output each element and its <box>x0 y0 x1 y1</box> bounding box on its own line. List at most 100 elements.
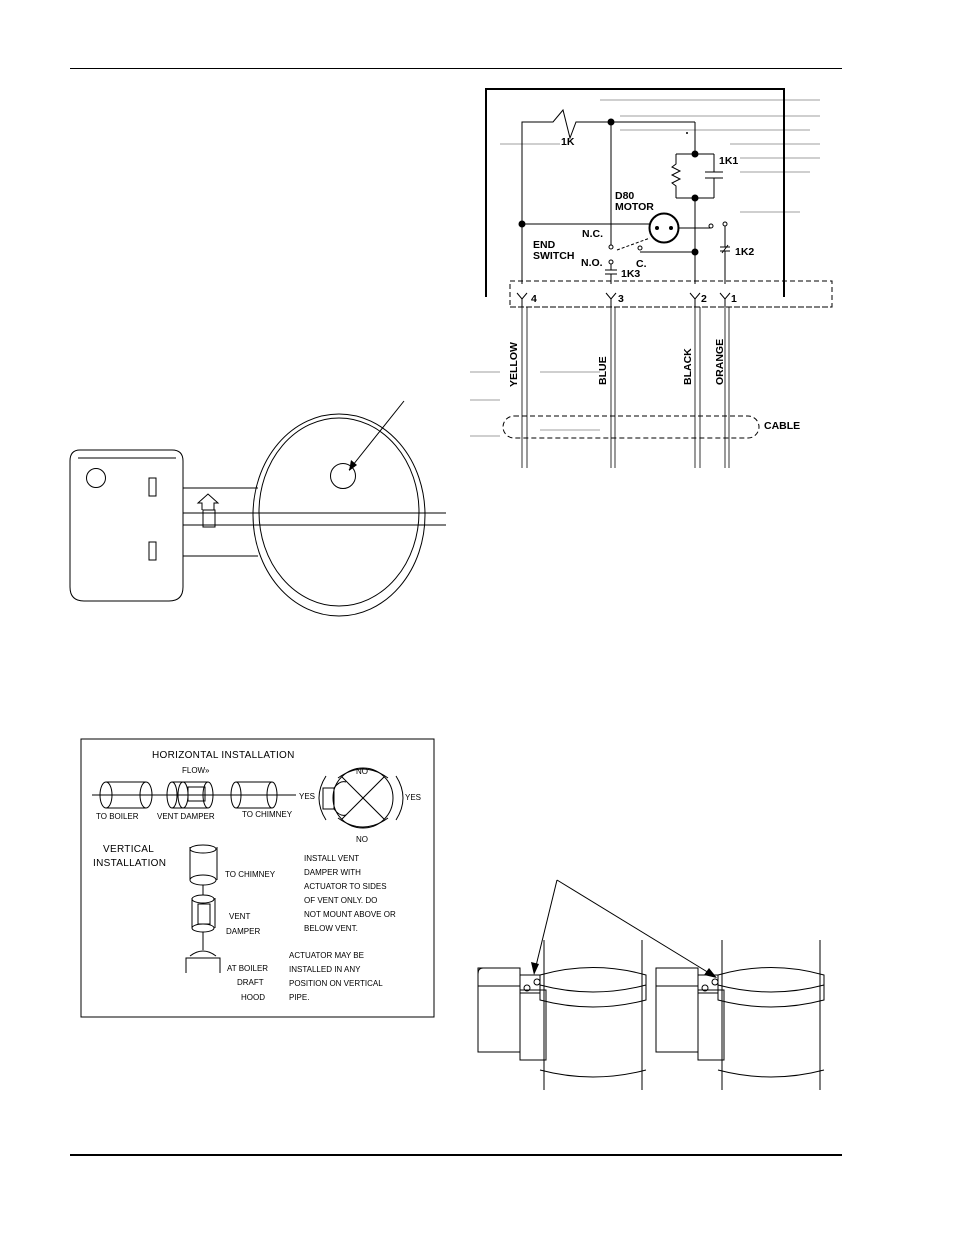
switch-nc-contact <box>608 244 614 250</box>
wire-label-black: BLACK <box>682 348 694 385</box>
note-1-line-1: INSTALL VENT <box>304 854 359 863</box>
label-cable: CABLE <box>764 420 800 432</box>
pipe-vent-damper <box>172 781 208 809</box>
draft-hood <box>185 950 221 973</box>
vertical-pipe-damper <box>191 898 216 928</box>
contact-1k2-point <box>722 221 728 227</box>
shaft-coupling <box>202 509 216 528</box>
switch-c-contact <box>637 245 643 251</box>
node-dot <box>686 132 688 134</box>
motor-terminal <box>655 226 659 230</box>
note-2-line-2: INSTALLED IN ANY <box>289 965 361 974</box>
switch-blade <box>616 237 651 251</box>
label-1k3: 1K3 <box>621 268 640 280</box>
label-to-boiler: TO BOILER <box>96 812 139 821</box>
bleed-through-texture <box>470 99 820 437</box>
pipe-left <box>543 940 643 1090</box>
note-2-line-1: ACTUATOR MAY BE <box>289 951 364 960</box>
terminal-label-3: 3 <box>618 293 624 305</box>
label-nc: N.C. <box>582 228 603 240</box>
note-1-line-2: DAMPER WITH <box>304 868 361 877</box>
actuator-slot <box>148 477 157 497</box>
pointer-arrow <box>556 879 715 977</box>
label-1k1: 1K1 <box>719 155 738 167</box>
node-dot <box>607 118 615 126</box>
no-arc-bottom <box>337 817 389 828</box>
horizontal-actuator <box>187 786 206 802</box>
actuator-right <box>655 967 699 1053</box>
horizontal-title: HORIZONTAL INSTALLATION <box>152 750 295 761</box>
label-v-to-chimney: TO CHIMNEY <box>225 870 276 879</box>
label-no: N.O. <box>581 257 603 269</box>
label-end-switch-1: END <box>533 239 556 251</box>
label-v-at-boiler: AT BOILER <box>227 964 268 973</box>
label-1k: 1K <box>561 136 575 148</box>
pipe-to-chimney <box>236 781 272 809</box>
label-c: C. <box>636 258 647 270</box>
actuator-left <box>477 967 521 1053</box>
control-box-outline <box>485 88 785 297</box>
note-2-line-3: POSITION ON VERTICAL <box>289 979 383 988</box>
label-yes-left: YES <box>299 792 315 801</box>
label-to-chimney: TO CHIMNEY <box>242 810 293 819</box>
indicator-hole <box>330 463 356 489</box>
flow-arrow-icon <box>196 493 220 510</box>
installation-diagram: HORIZONTAL INSTALLATION FLOW » TO BOILER… <box>80 738 435 1018</box>
pointer-arrow <box>534 879 558 971</box>
damper-top-view <box>69 400 446 617</box>
note-1-line-4: OF VENT ONLY. DO <box>304 896 377 905</box>
terminal-4 <box>516 292 528 307</box>
contact-1k2-point <box>708 223 714 229</box>
note-1-line-6: BELOW VENT. <box>304 924 358 933</box>
terminal-label-1: 1 <box>731 293 737 305</box>
motor-symbol <box>648 212 680 244</box>
wire-label-orange: ORANGE <box>714 339 726 385</box>
wire-label-yellow: YELLOW <box>508 342 520 387</box>
terminal-2 <box>689 292 701 307</box>
yes-arc-right <box>395 775 404 821</box>
label-v-draft: DRAFT <box>237 978 264 987</box>
label-v-damper: DAMPER <box>226 927 260 936</box>
pipe-to-boiler <box>106 781 146 809</box>
cable-sheath <box>502 415 760 439</box>
label-no-top: NO <box>356 767 368 776</box>
wheel-actuator <box>322 787 335 810</box>
switch-no-contact <box>608 259 614 265</box>
terminal-label-2: 2 <box>701 293 707 305</box>
actuator-slot <box>148 541 157 561</box>
actuator-housing <box>69 449 184 602</box>
label-vent-damper: VENT DAMPER <box>157 812 215 821</box>
no-arc-top <box>337 768 389 779</box>
wire-label-blue: BLUE <box>597 356 609 385</box>
node-dot <box>691 194 699 202</box>
wiring-diagram: 1K 1K1 D80 MOTOR N.C. END SWITCH N.O. C.… <box>470 88 833 468</box>
installation-frame <box>80 738 435 1018</box>
svg-text:»: » <box>205 766 210 775</box>
flow-label: FLOW <box>182 766 206 775</box>
yes-arc-left <box>318 775 327 821</box>
vertical-title-1: VERTICAL <box>103 844 154 855</box>
terminal-1 <box>719 292 731 307</box>
label-1k2: 1K2 <box>735 246 754 258</box>
label-v-hood: HOOD <box>241 993 265 1002</box>
label-motor-2: MOTOR <box>615 201 654 213</box>
label-v-vent: VENT <box>229 912 250 921</box>
label-yes-right: YES <box>405 793 421 802</box>
pointer-arrow <box>348 400 405 471</box>
motor-terminal <box>669 226 673 230</box>
actuator-hole <box>86 468 106 488</box>
label-motor-1: D80 <box>615 190 634 202</box>
label-end-switch-2: SWITCH <box>533 250 574 262</box>
lead-wires <box>521 307 730 468</box>
relay-1k-coil <box>521 108 695 222</box>
pipe-clamp-illustration <box>477 879 825 1090</box>
note-1-line-3: ACTUATOR TO SIDES <box>304 882 387 891</box>
vent-pipe-outer <box>252 413 426 617</box>
orientation-wheel <box>332 767 394 829</box>
label-no-bottom: NO <box>356 835 368 844</box>
vertical-actuator <box>197 903 211 925</box>
terminal-label-4: 4 <box>531 293 537 305</box>
note-1-line-5: NOT MOUNT ABOVE OR <box>304 910 396 919</box>
pipe-right <box>721 940 821 1090</box>
